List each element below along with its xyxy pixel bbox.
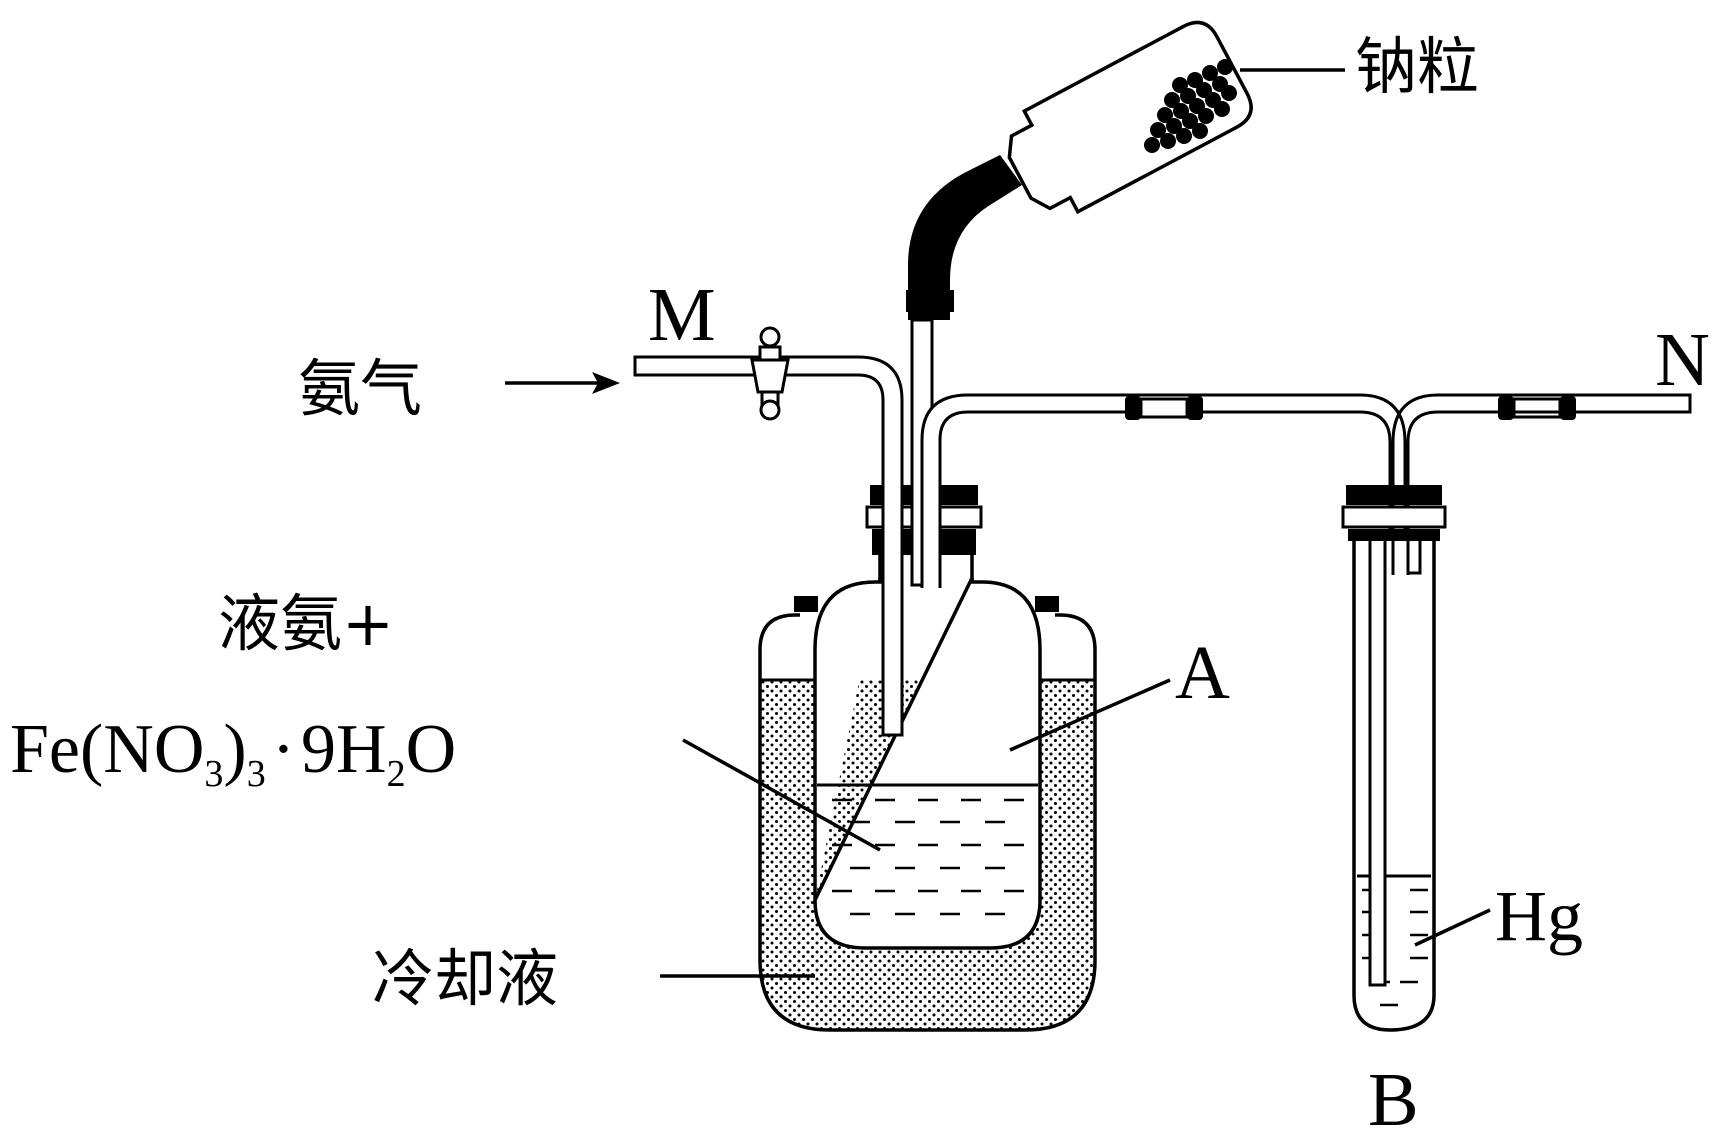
- leader-lines: [505, 68, 1491, 978]
- bath-rim-right: [1035, 596, 1059, 612]
- label-coolant: 冷却液: [372, 942, 558, 1015]
- tube-connectors: [1125, 396, 1576, 420]
- label-flask-a: A: [1175, 631, 1230, 715]
- tube-b: [1341, 393, 1692, 1032]
- sodium-feeder: [906, 20, 1253, 320]
- label-reagent-formula: Fe(NO3)3·9H2O: [10, 711, 456, 795]
- inlet-tubes: [633, 318, 1407, 922]
- label-ammonia-gas: 氨气: [298, 352, 422, 425]
- label-mercury: Hg: [1495, 876, 1583, 956]
- reagent-leader: [682, 738, 881, 852]
- mercury-leader: [1414, 908, 1491, 947]
- flask-liquid-dashes: [832, 798, 1024, 916]
- label-outlet-n: N: [1655, 318, 1710, 402]
- stopcock-m: [750, 326, 790, 421]
- label-tube-b: B: [1368, 1058, 1419, 1137]
- sodium-granules: [1144, 59, 1237, 153]
- flask-a-leader: [1009, 678, 1171, 752]
- arrow-head: [592, 372, 620, 394]
- flask-a: [813, 555, 1042, 950]
- bath-rim-left: [794, 596, 818, 612]
- label-sodium: 钠粒: [1355, 30, 1479, 103]
- label-reagent-line1: 液氨+: [218, 587, 394, 660]
- label-valve-m: M: [648, 273, 716, 357]
